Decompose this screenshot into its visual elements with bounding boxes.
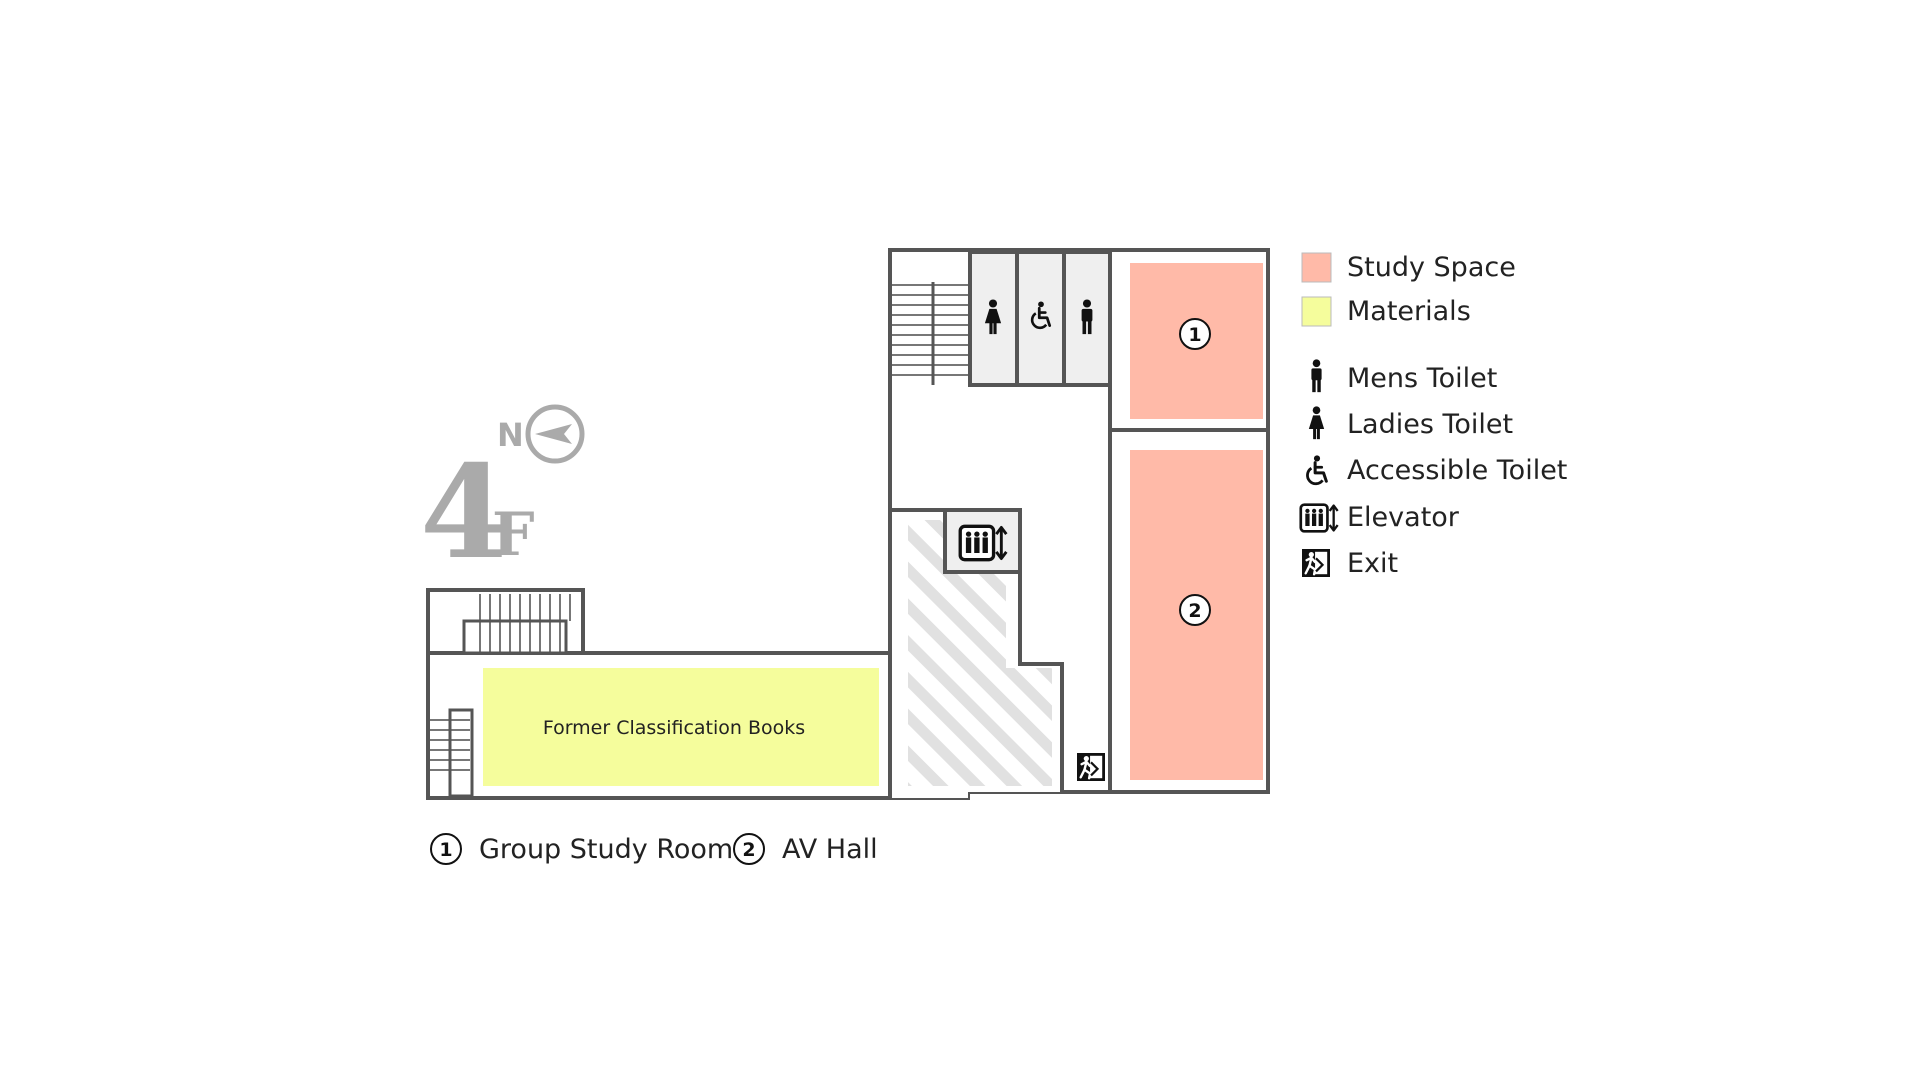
study-room-2-marker: 2 [1188, 600, 1201, 622]
elevator-icon [1299, 503, 1339, 533]
accessible-toilet-icon [1305, 455, 1328, 486]
room-key: 1 Group Study Room 2 AV Hall [430, 833, 878, 865]
key-marker-1: 1 [439, 839, 452, 861]
study-room-1: 1 [1130, 263, 1263, 419]
legend-item-exit: Exit [1302, 548, 1398, 579]
legend-label-elevator: Elevator [1347, 502, 1460, 533]
legend-label-accessible-toilet: Accessible Toilet [1347, 455, 1567, 486]
key-marker-2: 2 [742, 839, 755, 861]
north-label: N [497, 416, 524, 454]
compass-icon [525, 404, 585, 464]
floor-label: 4 F [420, 438, 535, 588]
exit-icon [1077, 753, 1105, 781]
materials-area: Former Classification Books [483, 668, 879, 786]
key-item-av-hall: 2 AV Hall [733, 833, 878, 865]
hatched-area [892, 508, 1064, 798]
legend-item-mens-toilet: Mens Toilet [1311, 359, 1497, 394]
floor-suffix: F [492, 500, 535, 570]
key-label-av-hall: AV Hall [782, 834, 878, 865]
key-label-group-study-room: Group Study Room [479, 834, 733, 865]
top-stairs [892, 252, 968, 385]
legend-label-ladies-toilet: Ladies Toilet [1347, 409, 1513, 440]
legend-label-mens-toilet: Mens Toilet [1347, 363, 1497, 394]
floor-number: 4 [420, 438, 509, 588]
study-room-2: 2 [1130, 450, 1263, 780]
legend-item-elevator: Elevator [1299, 502, 1460, 533]
ladies-toilet-icon [1308, 406, 1325, 440]
study-room-1-marker: 1 [1188, 324, 1201, 346]
materials-area-label: Former Classification Books [543, 717, 805, 739]
exit-icon [1302, 548, 1330, 578]
legend: Study Space Materials Mens Toilet Ladies… [1299, 252, 1567, 579]
legend-item-materials: Materials [1301, 296, 1471, 327]
elevator [943, 508, 1022, 574]
legend-label-materials: Materials [1347, 296, 1471, 327]
right-wing: 1 2 [888, 248, 1270, 800]
upper-left-stairs [426, 588, 585, 655]
legend-label-study-space: Study Space [1347, 252, 1516, 283]
mens-toilet-icon [1311, 359, 1322, 393]
left-wing: Former Classification Books [426, 588, 892, 800]
legend-item-study-space: Study Space [1301, 252, 1516, 283]
legend-item-ladies-toilet: Ladies Toilet [1308, 406, 1513, 440]
key-item-group-study-room: 1 Group Study Room [430, 833, 733, 865]
lower-left-stairs [430, 708, 474, 798]
legend-label-exit: Exit [1347, 548, 1398, 579]
toilet-block [968, 250, 1112, 387]
legend-item-accessible-toilet: Accessible Toilet [1305, 455, 1567, 486]
north-indicator: N [497, 404, 585, 464]
